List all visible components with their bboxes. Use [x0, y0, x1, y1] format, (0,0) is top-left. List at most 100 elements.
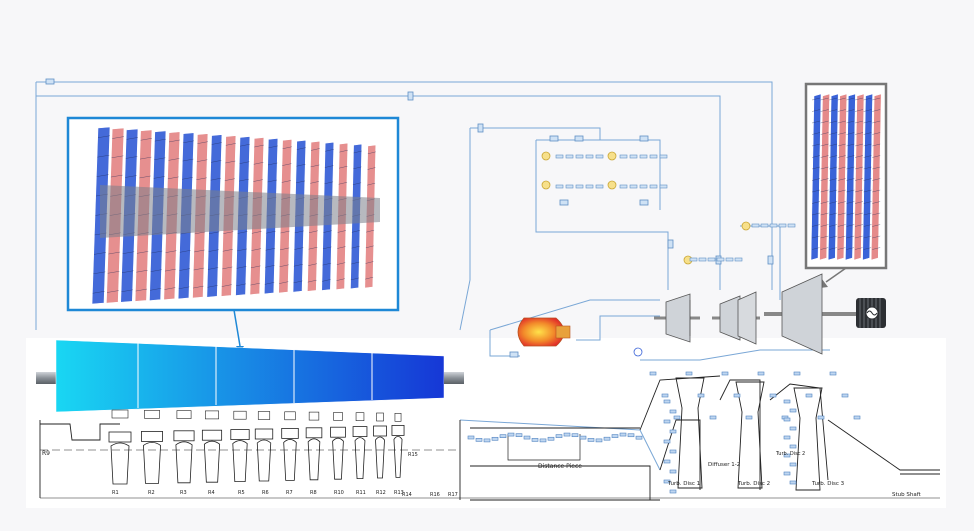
network-line — [536, 139, 661, 210]
valve-icon — [741, 221, 751, 231]
flow-element — [663, 399, 671, 404]
sub-network-element — [565, 184, 574, 189]
rotor-label: R7 — [286, 490, 293, 496]
label-r14: R14 — [402, 492, 412, 498]
valve-icon — [607, 151, 617, 161]
flow-element — [649, 371, 657, 376]
flow-element — [793, 371, 801, 376]
flow-element — [669, 429, 677, 434]
sub-network-element — [629, 154, 638, 159]
compressor-disc — [330, 412, 346, 480]
turbine-stage-icon — [712, 291, 760, 345]
sub-network-element — [585, 154, 594, 159]
flow-element — [789, 462, 797, 467]
sub-network-element — [787, 223, 796, 228]
turbine-disc — [735, 381, 765, 489]
compressor-disc — [373, 412, 387, 479]
compressor-disc — [230, 410, 250, 482]
sub-network-element — [555, 154, 564, 159]
compressor-shaft-inlet — [36, 372, 56, 384]
label-turb-disc-2b: Turb. Disc 2 — [775, 451, 805, 457]
engine-cross-section — [39, 375, 940, 501]
flow-element — [817, 415, 825, 420]
rotor-label: R2 — [148, 490, 155, 496]
compressor-discs — [108, 409, 405, 485]
flow-element — [697, 393, 705, 398]
blade-row — [845, 93, 856, 261]
rotor-label: R13 — [394, 490, 404, 496]
network-node — [509, 351, 519, 358]
rotor-label: R10 — [334, 490, 344, 496]
compressor-disc — [391, 412, 405, 478]
network-line — [740, 225, 781, 300]
flow-element — [579, 435, 587, 440]
label-r15: R15 — [408, 452, 418, 458]
compressor-disc — [141, 409, 163, 484]
secondary-flow-path — [467, 371, 861, 494]
compressor-disc — [254, 411, 274, 482]
flow-element — [475, 438, 483, 442]
network-node — [477, 123, 484, 133]
flow-element — [669, 449, 677, 454]
sub-network-element — [639, 154, 648, 159]
turbine-stage-icon — [764, 273, 856, 355]
blade-row — [819, 93, 830, 261]
sub-network-element — [659, 184, 668, 189]
flow-element — [539, 438, 547, 443]
sub-network-element — [725, 257, 734, 262]
compressor-segment-dividers — [137, 343, 373, 408]
flow-element — [661, 393, 669, 398]
compressor-model — [55, 339, 445, 413]
flow-element — [587, 438, 595, 442]
blade-row — [810, 93, 822, 261]
sub-network-element — [565, 154, 574, 159]
flow-element — [721, 371, 729, 376]
sub-network-element — [575, 154, 584, 159]
flow-element — [669, 409, 677, 414]
label-turb-disc-2: Turb. Disc 2 — [737, 481, 770, 487]
combustor-icon — [517, 317, 571, 347]
sub-network-element — [689, 257, 698, 262]
network-node — [639, 135, 649, 142]
network-line — [489, 299, 660, 331]
sub-network-element — [716, 257, 725, 262]
rotor-label: R4 — [208, 490, 215, 496]
compressor-disc — [108, 409, 132, 485]
flow-element — [783, 471, 791, 476]
sub-network-elements — [555, 154, 796, 262]
sub-network-element — [595, 154, 604, 159]
turbine-discs — [675, 377, 823, 491]
network-line — [535, 140, 669, 290]
network-line — [576, 315, 660, 341]
compressor-disc — [201, 410, 223, 483]
flow-element — [709, 415, 717, 420]
network-node — [549, 135, 559, 142]
sub-network-element — [734, 257, 743, 262]
sub-network-element — [595, 184, 604, 189]
valve-icon — [541, 151, 551, 161]
rotor-label: R8 — [310, 490, 317, 496]
flow-element — [663, 479, 671, 484]
flow-element — [603, 436, 611, 441]
flow-element — [841, 393, 849, 398]
flow-element — [789, 426, 797, 431]
flow-element — [673, 415, 681, 420]
blade-row — [827, 93, 839, 261]
turbine-blade-rows — [810, 93, 882, 261]
valve-icon — [607, 180, 617, 190]
flow-element — [627, 433, 635, 438]
flow-element — [611, 434, 619, 438]
flow-element — [783, 417, 791, 422]
label-r16: R16 — [430, 492, 440, 498]
flow-element — [769, 393, 777, 398]
flow-element — [547, 436, 555, 441]
rotor-label: R5 — [238, 490, 245, 496]
rotor-label: R6 — [262, 490, 269, 496]
network-node — [45, 78, 55, 85]
turbine-stage-icon — [654, 293, 700, 343]
sub-network-element — [769, 223, 778, 228]
flow-element — [635, 435, 643, 440]
flow-element — [669, 469, 677, 474]
